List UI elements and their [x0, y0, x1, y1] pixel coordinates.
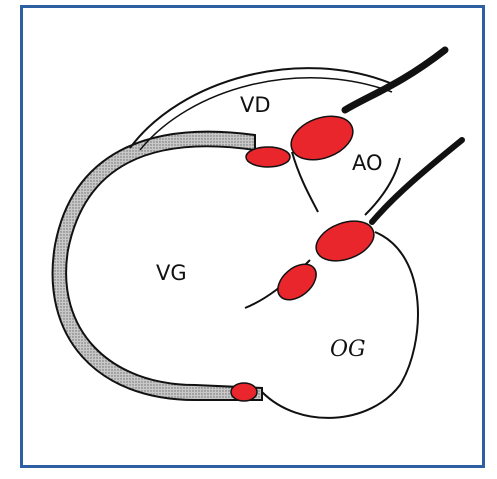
label-og: OG: [330, 337, 366, 362]
label-vd: VD: [240, 93, 271, 117]
aorta-upper-vessel: [345, 50, 445, 110]
aortic-valve-lesion: [285, 108, 359, 167]
ventricular-wall-lesion-upper: [246, 147, 290, 167]
ventricular-wall-lesion-lower: [231, 383, 257, 401]
mitral-valve-lesion-lower: [271, 257, 323, 307]
mitral-vessel: [372, 140, 462, 222]
label-ao: AO: [352, 151, 383, 175]
label-vg: VG: [156, 261, 187, 285]
aortic-septum: [292, 152, 318, 212]
